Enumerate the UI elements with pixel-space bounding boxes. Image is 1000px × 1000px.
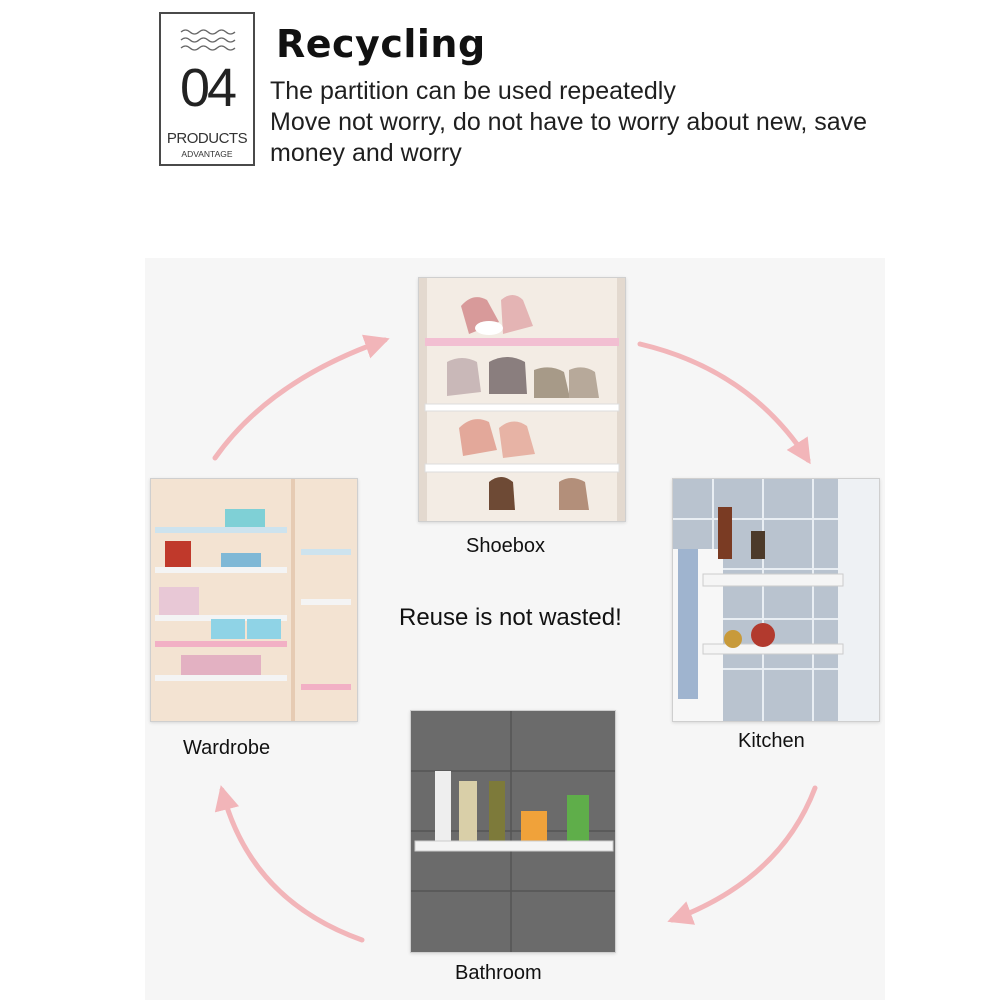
product-advantage-badge: 04 PRODUCTS ADVANTAGE bbox=[159, 12, 255, 166]
description: The partition can be used repeatedly Mov… bbox=[270, 76, 970, 169]
bathroom-label: Bathroom bbox=[455, 962, 542, 984]
shoebox-label: Shoebox bbox=[466, 535, 545, 557]
badge-number: 04 bbox=[179, 58, 237, 118]
description-line: Move not worry, do not have to worry abo… bbox=[270, 108, 868, 136]
description-line: money and worry bbox=[270, 139, 462, 167]
badge-line-1: PRODUCTS bbox=[166, 130, 248, 147]
description-line: The partition can be used repeatedly bbox=[270, 77, 676, 105]
arrow-wardrobe-to-shoebox bbox=[212, 334, 390, 461]
badge-line-2: ADVANTAGE bbox=[181, 149, 233, 159]
wardrobe-photo bbox=[150, 478, 358, 722]
wardrobe-label: Wardrobe bbox=[183, 737, 271, 759]
wave-icon bbox=[180, 29, 236, 51]
arrow-kitchen-to-bathroom bbox=[667, 785, 818, 925]
kitchen-photo bbox=[672, 478, 880, 722]
kitchen-label: Kitchen bbox=[738, 730, 805, 752]
bathroom-photo bbox=[410, 710, 616, 953]
page-title: Recycling bbox=[276, 22, 486, 66]
arrow-shoebox-to-kitchen bbox=[637, 341, 811, 465]
shoebox-photo bbox=[418, 277, 626, 522]
center-slogan: Reuse is not wasted! bbox=[399, 604, 622, 631]
arrow-bathroom-to-wardrobe bbox=[214, 785, 365, 943]
